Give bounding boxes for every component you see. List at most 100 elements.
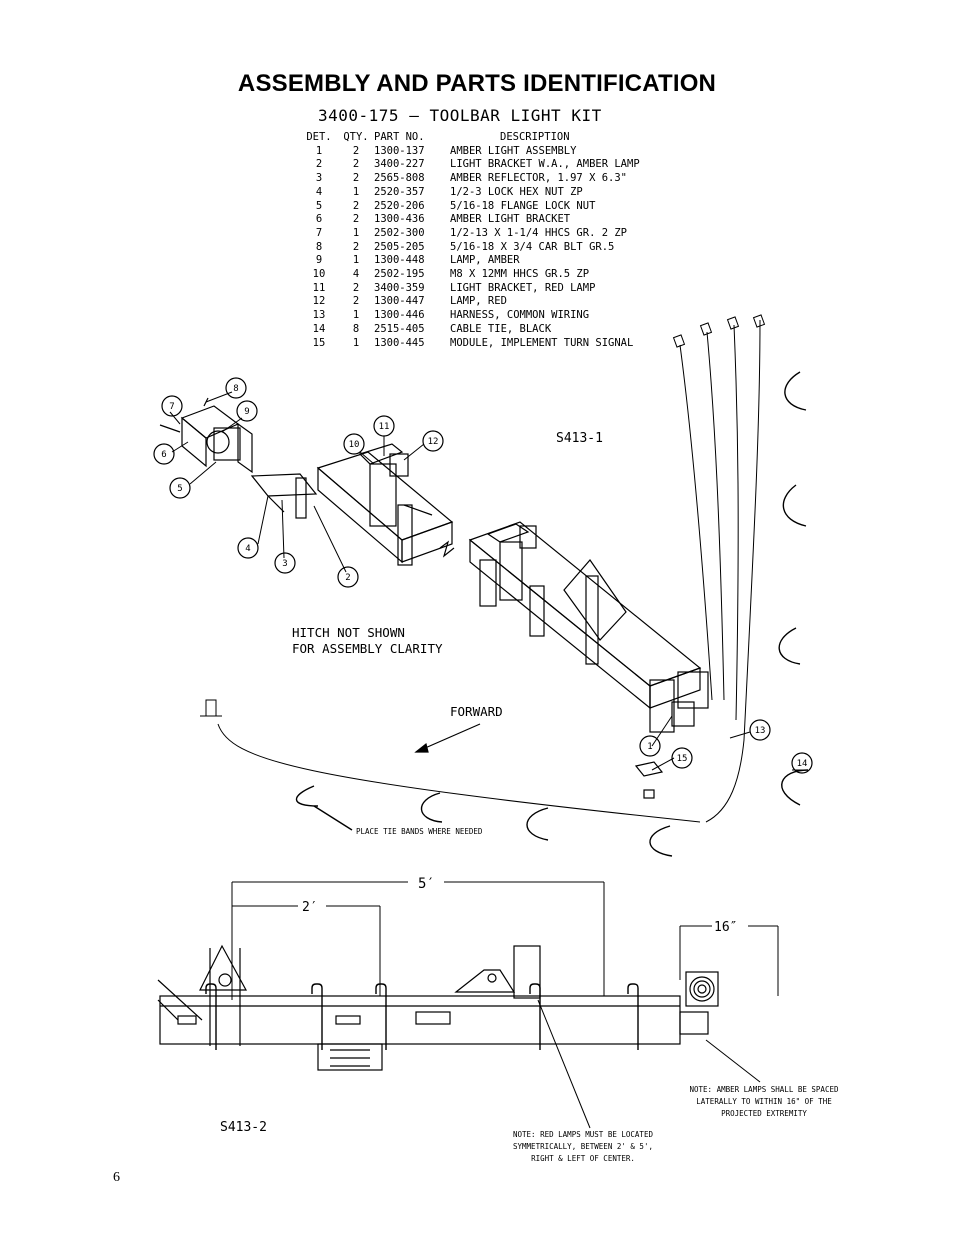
cell-qty: 2	[352, 213, 360, 226]
callout-4: 4	[245, 544, 250, 554]
cell-part-no: 2515-405	[374, 322, 425, 335]
header-det: DET.	[306, 131, 332, 143]
callout-circles	[153, 377, 813, 774]
toolbar-beam	[316, 451, 702, 710]
cell-qty: 4	[352, 268, 360, 281]
kit-title: 3400-175 — TOOLBAR LIGHT KIT	[318, 106, 602, 125]
cell-det: 9	[315, 254, 323, 267]
forward-label: FORWARD	[450, 704, 503, 719]
cell-description: CABLE TIE, BLACK	[450, 322, 552, 335]
cell-det: 6	[315, 213, 323, 226]
rear-view-beam	[157, 979, 709, 1045]
callout-11: 11	[379, 422, 390, 432]
cell-description: AMBER LIGHT BRACKET	[450, 213, 571, 226]
parts-table-header: DET. QTY. PART NO. DESCRIPTION	[300, 131, 640, 145]
header-part-no: PART NO.	[374, 131, 425, 143]
red-lamp-bracket-1	[358, 443, 433, 566]
callout-1: 1	[647, 742, 652, 752]
cell-description: 1/2-13 X 1-1/4 HHCS GR. 2 ZP	[450, 226, 628, 239]
callout-12: 12	[428, 437, 439, 447]
cell-det: 7	[315, 226, 323, 239]
dimension-16in: 16″	[714, 920, 737, 935]
red-note-line1: NOTE: RED LAMPS MUST BE LOCATED	[513, 1130, 653, 1139]
amber-note-line3: PROJECTED EXTREMITY	[721, 1109, 807, 1118]
cell-det: 1	[315, 144, 323, 157]
cell-qty: 1	[352, 185, 360, 198]
callout-5: 5	[177, 484, 182, 494]
cell-description: LAMP, AMBER	[450, 254, 520, 267]
hitch-area	[563, 559, 709, 733]
callout-13: 13	[755, 726, 766, 736]
tie-band-note: PLACE TIE BANDS WHERE NEEDED	[356, 827, 483, 836]
cell-part-no: 1300-446	[374, 309, 425, 322]
cell-qty: 2	[352, 240, 360, 253]
cell-description: MODULE, IMPLEMENT TURN SIGNAL	[450, 336, 634, 349]
cell-part-no: 1300-447	[374, 295, 425, 308]
amber-note-line1: NOTE: AMBER LAMPS SHALL BE SPACED	[689, 1085, 838, 1094]
cell-qty: 2	[352, 172, 360, 185]
callout-leaders	[169, 391, 806, 771]
cell-qty: 1	[352, 309, 360, 322]
cell-description: 1/2-3 LOCK HEX NUT ZP	[450, 185, 583, 198]
cell-part-no: 2502-300	[374, 226, 425, 239]
page-title: ASSEMBLY AND PARTS IDENTIFICATION	[237, 70, 717, 97]
cell-det: 13	[312, 309, 326, 322]
cell-det: 10	[312, 268, 326, 281]
cell-part-no: 1300-436	[374, 213, 425, 226]
cell-description: AMBER LIGHT ASSEMBLY	[450, 144, 577, 157]
cell-det: 15	[312, 336, 326, 349]
drawing-code-top: S413-1	[556, 431, 603, 446]
callout-3: 3	[282, 559, 287, 569]
cell-part-no: 2502-195	[374, 268, 425, 281]
cell-det: 4	[315, 185, 323, 198]
header-description: DESCRIPTION	[500, 131, 570, 143]
cell-part-no: 3400-227	[374, 158, 425, 171]
hitch-and-lamp-brackets	[199, 944, 719, 1071]
cell-det: 8	[315, 240, 323, 253]
callout-15: 15	[677, 754, 688, 764]
cell-qty: 1	[352, 254, 360, 267]
callout-7: 7	[169, 402, 174, 412]
cell-description: AMBER REFLECTOR, 1.97 X 6.3"	[450, 172, 628, 185]
drawing-code-bottom: S413-2	[220, 1120, 267, 1135]
table-row: 9 1 1300-448 LAMP, AMBER	[300, 254, 640, 268]
cell-qty: 2	[352, 144, 360, 157]
cell-description: HARNESS, COMMON WIRING	[450, 309, 590, 322]
cell-part-no: 1300-445	[374, 336, 425, 349]
callout-9: 9	[244, 407, 249, 417]
table-row: 13 1 1300-446 HARNESS, COMMON WIRING	[300, 309, 640, 323]
cell-qty: 1	[352, 336, 360, 349]
cell-qty: 8	[352, 322, 360, 335]
table-row: 6 2 1300-436 AMBER LIGHT BRACKET	[300, 213, 640, 227]
u-bolts	[205, 983, 639, 1050]
cell-qty: 1	[352, 226, 360, 239]
callout-labels: 8 7 9 6 5 4 3 2 10 11 12 1 15 13 14	[161, 384, 807, 769]
cell-description: 5/16-18 X 3/4 CAR BLT GR.5	[450, 240, 615, 253]
dimension-5ft: 5′	[418, 876, 435, 892]
cell-part-no: 1300-448	[374, 254, 425, 267]
hitch-note-line2: FOR ASSEMBLY CLARITY	[292, 641, 443, 656]
amber-note-line2: LATERALLY TO WITHIN 16" OF THE	[696, 1097, 832, 1106]
cell-part-no: 2520-206	[374, 199, 425, 212]
cell-qty: 2	[352, 158, 360, 171]
forward-arrow	[414, 723, 481, 753]
table-row: 15 1 1300-445 MODULE, IMPLEMENT TURN SIGNAL	[300, 337, 640, 351]
red-note-line3: RIGHT & LEFT OF CENTER.	[531, 1154, 635, 1163]
cell-part-no: 3400-359	[374, 281, 425, 294]
cell-description: LAMP, RED	[450, 295, 507, 308]
cell-qty: 2	[352, 199, 360, 212]
callout-8: 8	[233, 384, 238, 394]
table-row: 7 1 2502-300 1/2-13 X 1-1/4 HHCS GR. 2 ZP	[300, 227, 640, 241]
turn-signal-module	[634, 761, 664, 799]
